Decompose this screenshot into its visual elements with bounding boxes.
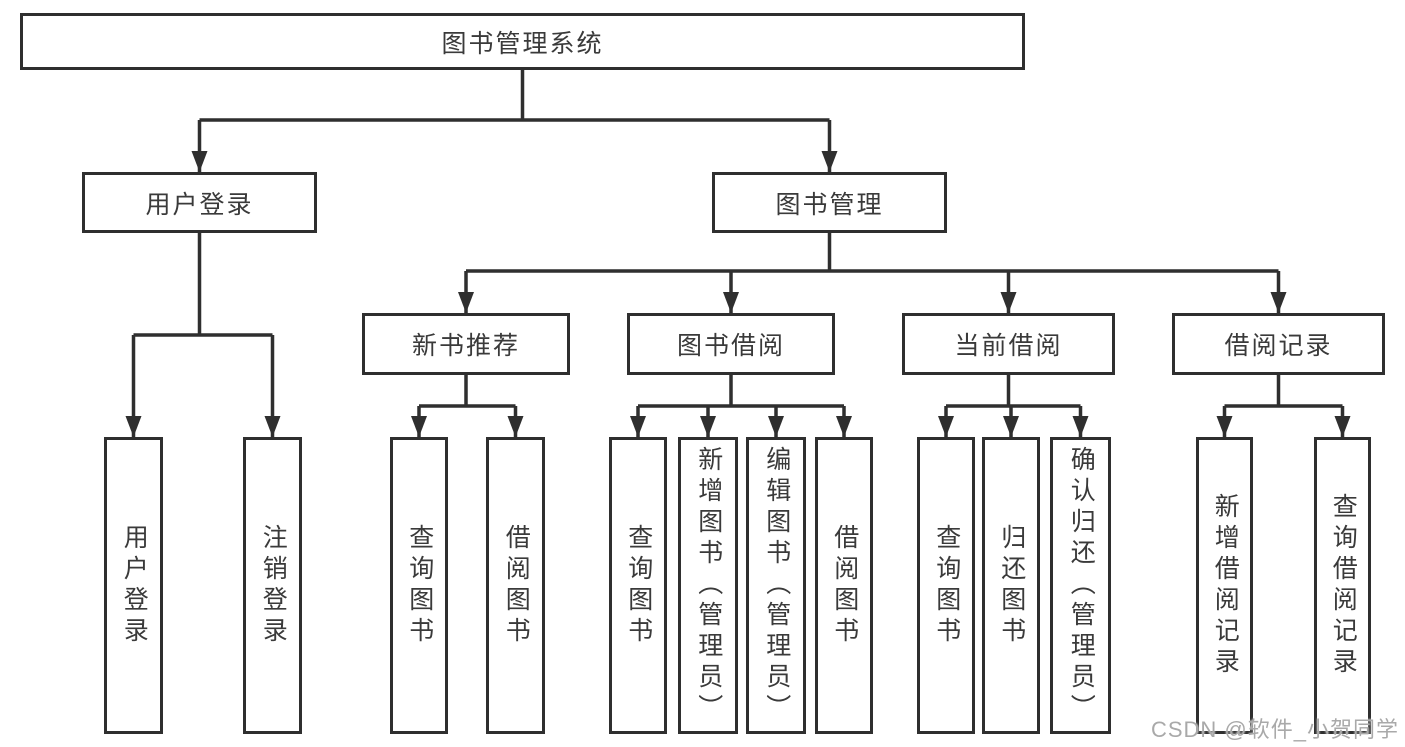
- arrowhead: [630, 416, 646, 437]
- node-label: 用户登录: [120, 523, 149, 648]
- arrowhead: [1003, 416, 1019, 437]
- node-label: 当前借阅: [954, 332, 1063, 360]
- node-borrowing-records: 借阅记录: [1172, 313, 1385, 375]
- arrowhead: [1000, 292, 1017, 313]
- node-label: 查询图书: [405, 523, 434, 648]
- node-label: 新增借阅记录: [1211, 492, 1240, 679]
- arrowhead: [191, 151, 208, 172]
- arrowhead: [411, 416, 427, 437]
- arrowhead: [938, 416, 954, 437]
- arrowhead: [1072, 416, 1089, 437]
- csdn-watermark: CSDN @软件_小贺同学: [1150, 717, 1399, 742]
- arrowhead: [1216, 416, 1233, 437]
- leaf-logout-login: 注销登录: [243, 437, 302, 734]
- leaf-borrow-books: 借阅图书: [815, 437, 873, 734]
- node-label: 图书借阅: [676, 332, 785, 360]
- leaf-query-books-borrow: 查询图书: [609, 437, 667, 734]
- node-label: 查询图书: [624, 523, 653, 648]
- arrowhead: [125, 416, 142, 437]
- node-label: 用户登录: [145, 190, 254, 219]
- arrowhead: [821, 151, 838, 172]
- node-label: 借阅图书: [830, 523, 859, 648]
- leaf-add-books-admin: 新增图书（管理员）: [678, 437, 738, 734]
- arrowhead: [1334, 416, 1351, 437]
- node-label: 查询图书: [932, 523, 961, 648]
- leaf-query-books-recommend: 查询图书: [390, 437, 448, 734]
- node-label: 新书推荐: [411, 332, 520, 360]
- node-label: 图书管理系统: [441, 29, 604, 58]
- node-current-borrowing: 当前借阅: [902, 313, 1115, 375]
- arrowhead: [768, 416, 784, 437]
- leaf-borrow-books-recommend: 借阅图书: [486, 437, 545, 734]
- node-label: 图书管理: [775, 190, 884, 219]
- arrowhead: [458, 292, 474, 313]
- arrowhead: [264, 416, 281, 437]
- arrowhead: [836, 416, 852, 437]
- leaf-edit-books-admin: 编辑图书（管理员）: [746, 437, 806, 734]
- leaf-user-login: 用户登录: [104, 437, 163, 734]
- node-new-book-recommend: 新书推荐: [362, 313, 570, 375]
- arrowhead: [700, 416, 716, 437]
- arrowhead: [1270, 292, 1287, 313]
- arrowhead: [723, 292, 739, 313]
- leaf-query-books-current: 查询图书: [917, 437, 975, 734]
- node-book-borrowing: 图书借阅: [627, 313, 835, 375]
- arrowhead: [507, 416, 524, 437]
- leaf-return-books: 归还图书: [982, 437, 1040, 734]
- node-label: 新增图书（管理员）: [694, 446, 723, 725]
- node-label: 借阅记录: [1224, 332, 1333, 360]
- node-label: 编辑图书（管理员）: [762, 446, 791, 725]
- node-label: 注销登录: [259, 523, 288, 648]
- node-user-login-branch: 用户登录: [82, 172, 317, 233]
- node-book-management-branch: 图书管理: [712, 172, 947, 233]
- node-label: 确认归还（管理员）: [1067, 446, 1096, 725]
- node-label: 借阅图书: [502, 523, 531, 648]
- leaf-confirm-return-admin: 确认归还（管理员）: [1050, 437, 1111, 734]
- leaf-add-borrow-record: 新增借阅记录: [1196, 437, 1253, 734]
- node-library-system: 图书管理系统: [20, 13, 1025, 70]
- node-label: 查询借阅记录: [1329, 492, 1358, 679]
- node-label: 归还图书: [997, 523, 1026, 648]
- leaf-query-borrow-record: 查询借阅记录: [1314, 437, 1371, 734]
